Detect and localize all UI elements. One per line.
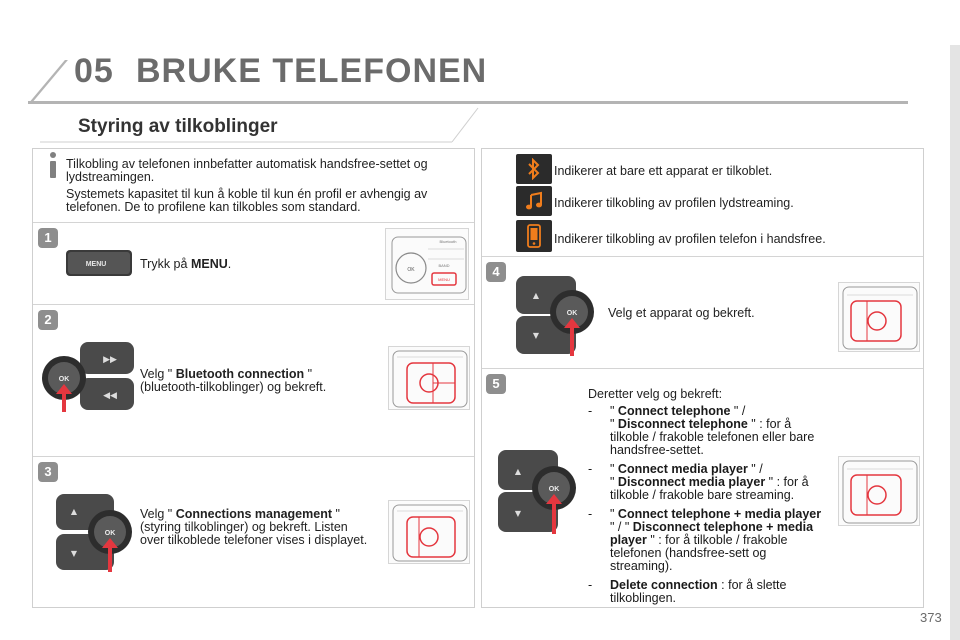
step-3-knob-photo: ▲ ▼ OK	[52, 490, 136, 574]
svg-text:MENU: MENU	[86, 261, 107, 268]
section-title: Styring av tilkoblinger	[78, 116, 278, 137]
svg-text:Bluetooth: Bluetooth	[440, 239, 457, 244]
svg-text:▼: ▼	[515, 509, 522, 518]
section-title-underline	[40, 107, 479, 143]
svg-text:BAND: BAND	[438, 263, 449, 268]
step-2-control-thumbnail	[388, 346, 470, 410]
svg-text:▲: ▲	[515, 467, 522, 476]
left-separator-2	[33, 304, 474, 305]
svg-text:OK: OK	[549, 486, 560, 493]
svg-text:OK: OK	[59, 376, 70, 383]
step-badge-1: 1	[38, 228, 58, 248]
step-5-control-thumbnail	[838, 456, 920, 526]
bluetooth-icon	[516, 154, 552, 184]
step-badge-2: 2	[38, 310, 58, 330]
step-1-control-thumbnail: OK Bluetooth BAND MENU	[385, 228, 469, 300]
step-3-text: Velg " Connections management " (styring…	[140, 507, 368, 547]
chapter-title: BRUKE TELEFONEN	[136, 52, 488, 90]
svg-text:OK: OK	[567, 310, 578, 317]
step-badge-5: 5	[486, 374, 506, 394]
right-separator-2	[482, 368, 923, 369]
svg-text:MENU: MENU	[438, 277, 450, 282]
music-note-icon	[516, 186, 552, 216]
status-text-music: Indikerer tilkobling av profilen lydstre…	[554, 196, 794, 210]
header-rule	[28, 101, 908, 104]
info-icon	[44, 152, 62, 180]
left-separator-1	[33, 222, 474, 223]
step-2-knob-photo: ▶▶ ◀◀ OK	[40, 338, 136, 414]
step-3-control-thumbnail	[388, 500, 470, 564]
step-5-option-list: - " Connect telephone " / " Disconnect t…	[588, 405, 828, 611]
svg-text:▼: ▼	[71, 549, 78, 558]
page-number: 373	[920, 610, 942, 625]
step-4-knob-photo: ▲ ▼ OK	[512, 272, 602, 358]
page-edge-bar	[950, 45, 960, 640]
step-4-text: Velg et apparat og bekreft.	[608, 306, 755, 320]
step-4-control-thumbnail	[838, 282, 920, 352]
menu-button-photo: MENU	[66, 248, 134, 278]
svg-text:◀◀: ◀◀	[103, 391, 117, 401]
chapter-number: 05	[74, 52, 114, 90]
svg-text:▼: ▼	[533, 331, 540, 340]
option-delete-connection: - Delete connection : for å slette tilko…	[588, 578, 787, 605]
option-connect-media-player: - " Connect media player " / " Disconnec…	[588, 462, 809, 502]
status-text-bluetooth: Indikerer at bare ett apparat er tilkobl…	[554, 164, 773, 178]
option-connect-telephone: - " Connect telephone " / " Disconnect t…	[588, 404, 815, 457]
status-text-phone: Indikerer tilkobling av profilen telefon…	[554, 232, 826, 246]
left-separator-3	[33, 456, 474, 457]
svg-text:▲: ▲	[533, 291, 540, 300]
svg-text:▶▶: ▶▶	[103, 355, 117, 365]
step-5-knob-photo: ▲ ▼ OK	[494, 446, 586, 536]
svg-text:OK: OK	[407, 267, 415, 273]
info-paragraph-2: Systemets kapasitet til kun å koble til …	[66, 187, 428, 214]
step-1-text: Trykk på MENU.	[140, 257, 232, 271]
step-2-text: Velg " Bluetooth connection " (bluetooth…	[140, 367, 327, 394]
svg-text:OK: OK	[105, 530, 116, 537]
step-badge-4: 4	[486, 262, 506, 282]
option-connect-telephone-media: - " Connect telephone + media player " /…	[588, 507, 822, 573]
phone-icon	[516, 220, 552, 252]
step-badge-3: 3	[38, 462, 58, 482]
svg-text:▲: ▲	[71, 507, 78, 516]
right-separator-1	[482, 256, 923, 257]
info-paragraph-1: Tilkobling av telefonen innbefatter auto…	[66, 157, 428, 184]
step-5-intro: Deretter velg og bekreft:	[588, 387, 723, 401]
